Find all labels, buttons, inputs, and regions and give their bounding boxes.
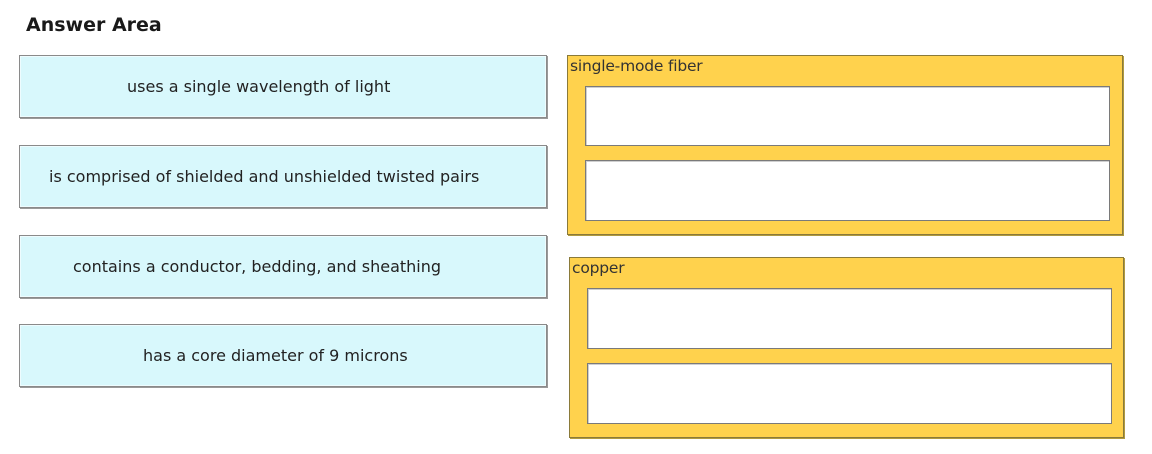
drag-item-label: is comprised of shielded and unshielded …	[49, 167, 480, 186]
drag-item-label: uses a single wavelength of light	[127, 77, 391, 96]
target-group-label: copper	[572, 259, 625, 277]
drop-slot-copper-2[interactable]	[587, 363, 1112, 424]
drag-item-label: has a core diameter of 9 microns	[143, 346, 408, 365]
drag-item-conductor-bedding-sheathing[interactable]: contains a conductor, bedding, and sheat…	[19, 235, 547, 298]
target-group-single-mode-fiber: single-mode fiber	[567, 55, 1123, 235]
drag-item-label: contains a conductor, bedding, and sheat…	[73, 257, 442, 276]
drag-item-twisted-pairs[interactable]: is comprised of shielded and unshielded …	[19, 145, 547, 208]
drag-item-core-diameter[interactable]: has a core diameter of 9 microns	[19, 324, 547, 387]
drop-slot-copper-1[interactable]	[587, 288, 1112, 349]
drop-slot-single-mode-fiber-1[interactable]	[585, 86, 1110, 146]
answer-area-title: Answer Area	[26, 14, 162, 36]
drop-slot-single-mode-fiber-2[interactable]	[585, 160, 1110, 221]
target-group-copper: copper	[569, 257, 1124, 438]
target-group-label: single-mode fiber	[570, 57, 703, 75]
drag-item-single-wavelength[interactable]: uses a single wavelength of light	[19, 55, 547, 118]
